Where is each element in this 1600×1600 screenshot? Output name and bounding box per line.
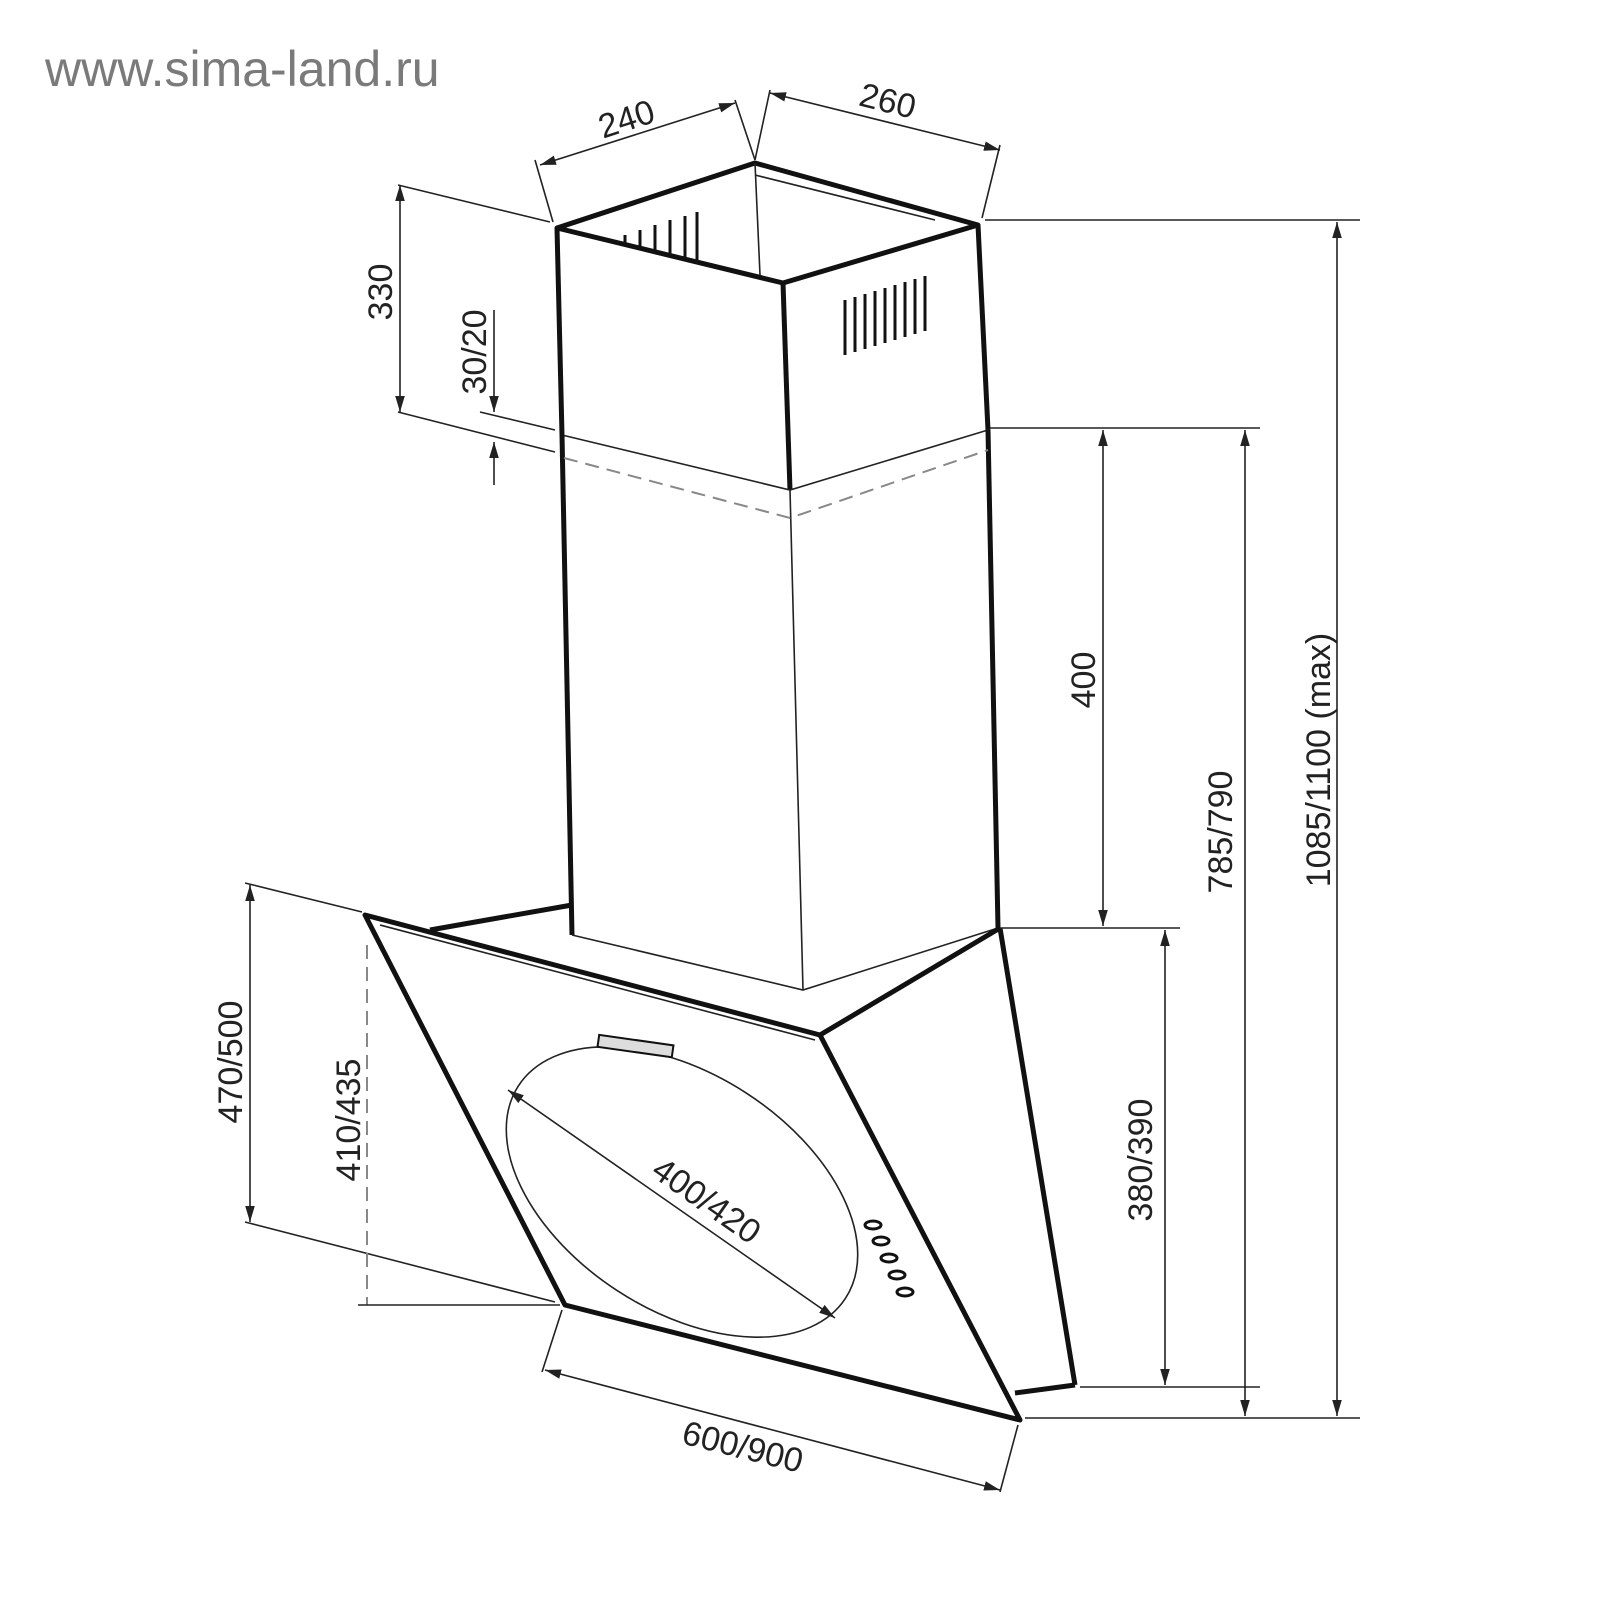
lower-chimney xyxy=(559,429,1001,991)
dim-chimney-depth: 240 xyxy=(594,93,660,147)
control-button xyxy=(863,1219,883,1231)
control-button xyxy=(871,1235,891,1247)
dimension-lines xyxy=(244,89,1360,1493)
control-button xyxy=(887,1269,907,1281)
dim-lower-chimney-height: 400 xyxy=(1065,652,1103,709)
dim-filter-diameter: 400/420 xyxy=(645,1150,767,1252)
hood-body xyxy=(362,902,1078,1423)
dim-total-height-max: 1085/1100 (max) xyxy=(1300,633,1338,888)
dim-hood-depth: 470/500 xyxy=(212,1001,250,1124)
dim-glass-height: 410/435 xyxy=(330,1059,368,1182)
dim-overlap: 30/20 xyxy=(456,309,494,394)
dim-hood-body-height: 380/390 xyxy=(1122,1099,1160,1222)
vent-slots-icon xyxy=(623,212,927,355)
dim-total-height-min: 785/790 xyxy=(1202,771,1240,894)
dim-chimney-width: 260 xyxy=(856,76,920,127)
upper-chimney xyxy=(554,160,991,491)
glass-panel xyxy=(362,912,1023,1423)
watermark: www.sima-land.ru xyxy=(45,41,440,97)
control-buttons xyxy=(863,1219,915,1298)
dim-upper-chimney-height: 330 xyxy=(362,264,400,321)
dim-hood-width: 600/900 xyxy=(678,1414,806,1481)
control-button xyxy=(879,1252,899,1264)
control-button xyxy=(895,1286,915,1298)
